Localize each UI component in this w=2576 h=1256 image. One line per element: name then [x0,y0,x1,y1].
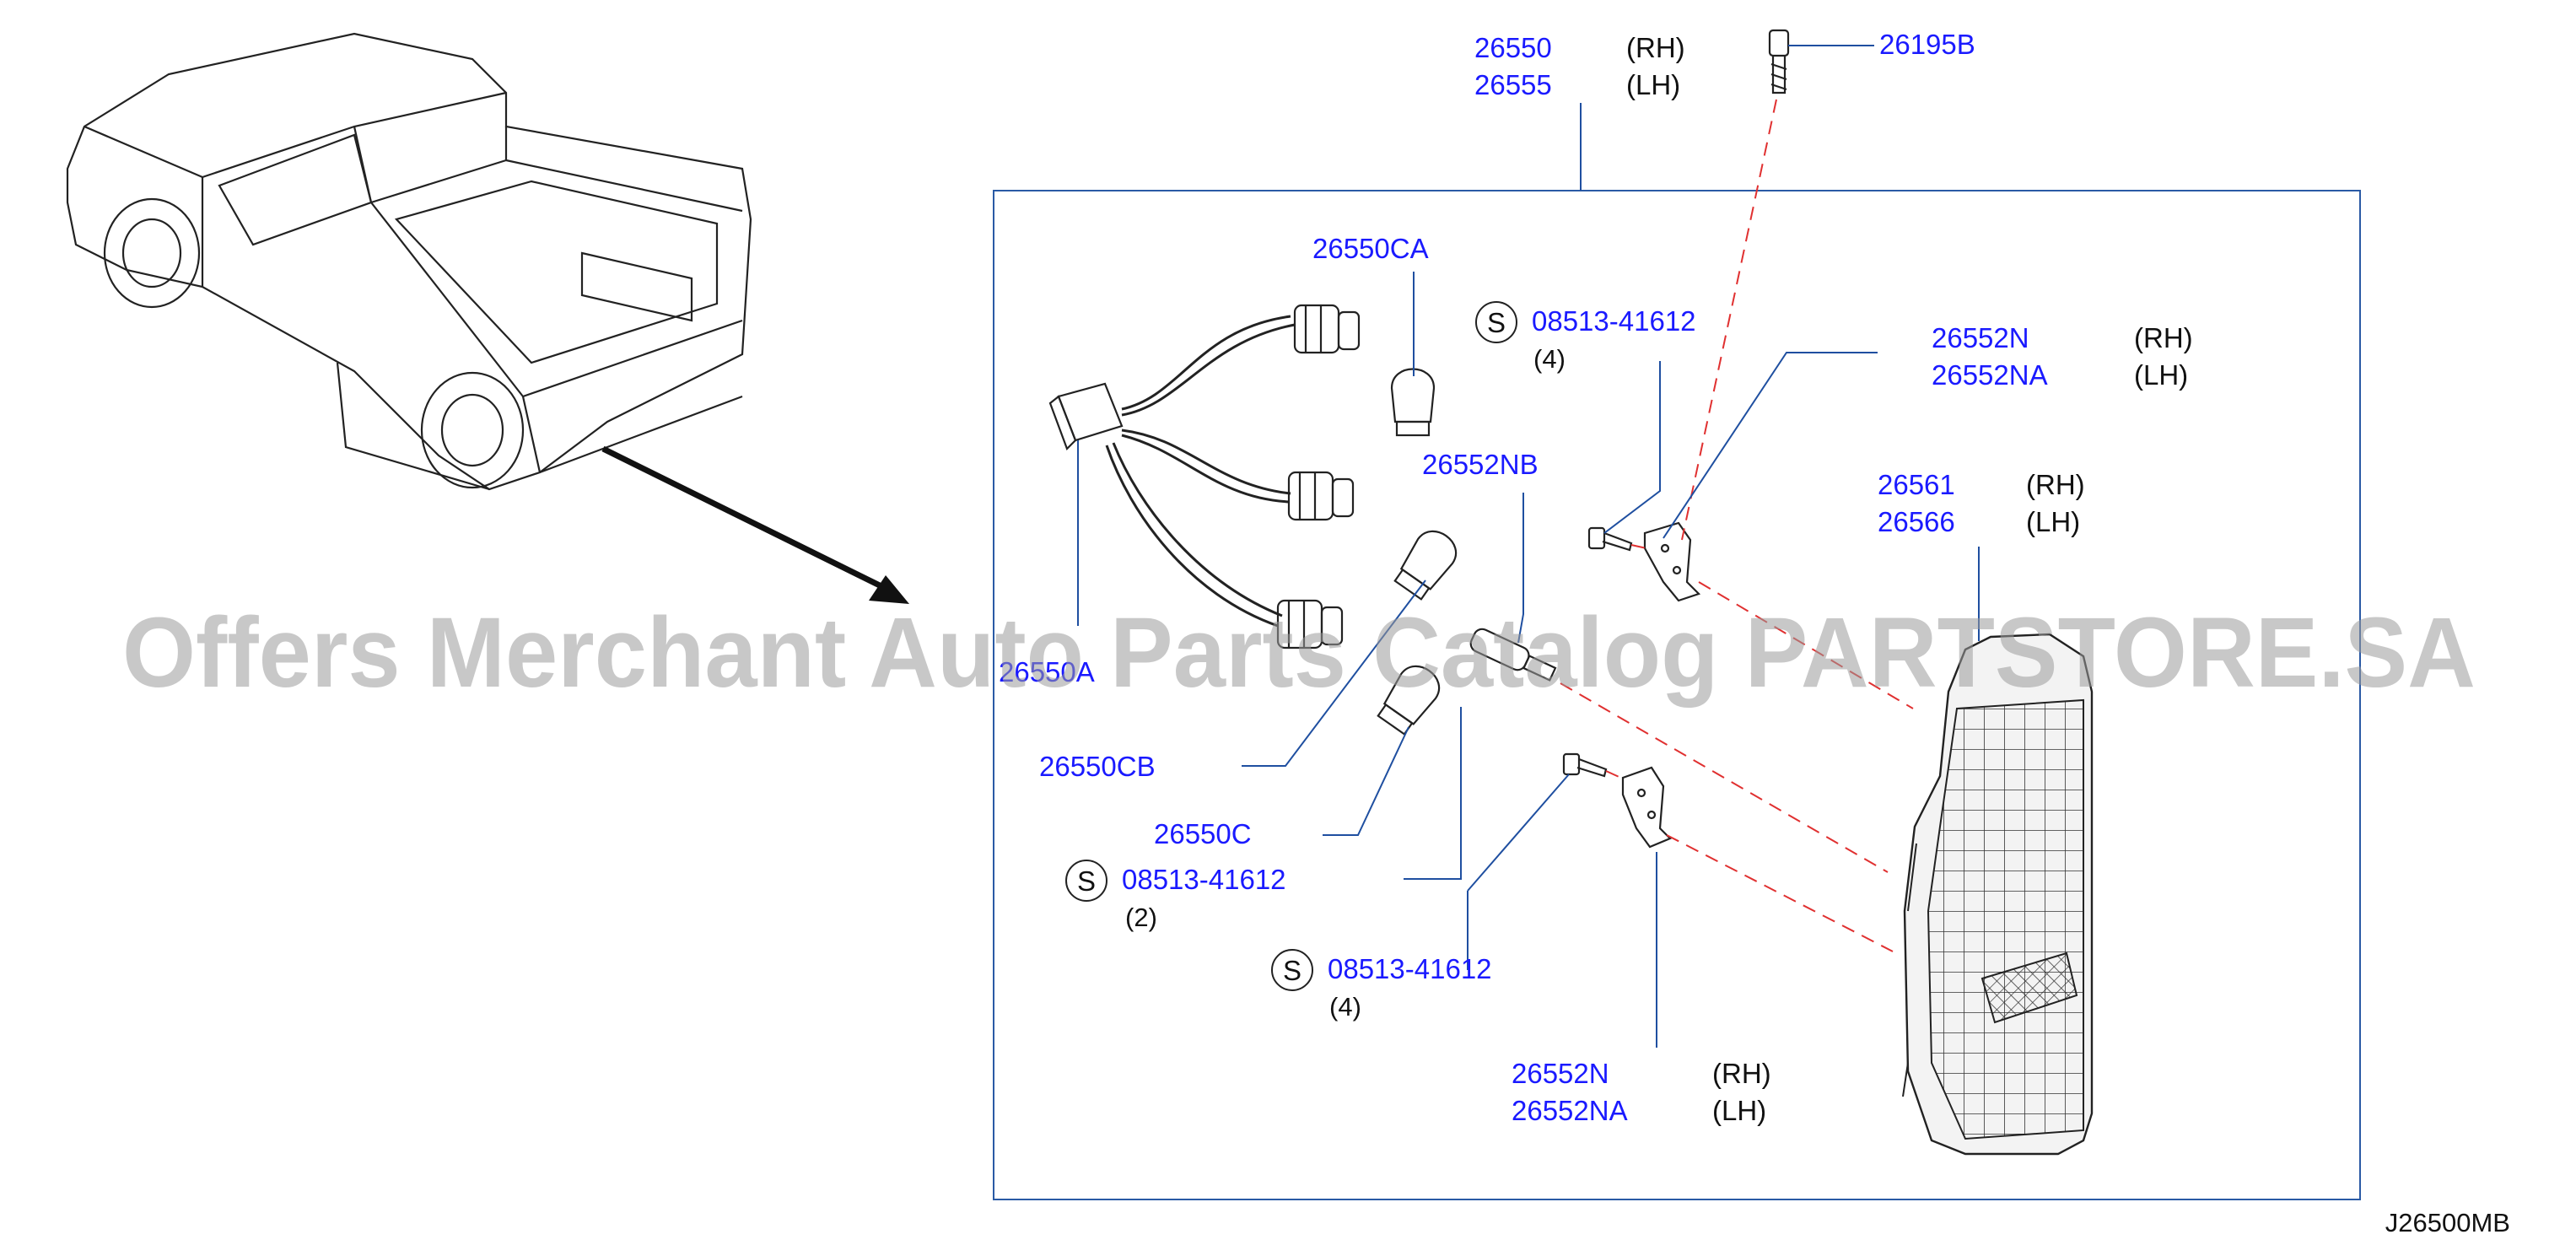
label-harness: 26550A [999,656,1095,687]
bracket-lower [1621,766,1672,849]
pointer-arrow-head [869,575,909,604]
bulb-upper [1390,368,1436,437]
combination-lamp-lens [1902,633,2094,1156]
bulb-socket-middle [1287,471,1355,521]
top-screw [1768,29,1790,94]
dash-wedge-bulb [1560,682,1889,873]
bulb-socket-upper [1293,304,1361,354]
label-lamp-assembly-lh: 26555 [1474,69,1552,100]
dash-bracket-upper [1698,581,1914,709]
dash-screw-upper [1630,544,1647,549]
label-bracket-upper-rh: 26552N [1932,322,2029,353]
leader-screw-s3 [1467,774,1570,970]
standard-part-symbol-1 [1475,301,1517,343]
label-bracket-upper-lh: 26552NA [1932,359,2048,391]
label-socket-ca: 26550CA [1312,233,1429,264]
label-bracket-upper-lh-side: (LH) [2134,359,2188,391]
leader-socket-cb [1242,579,1426,767]
label-bracket-lower-lh: 26552NA [1512,1095,1628,1126]
label-socket-cb: 26550CB [1039,751,1156,782]
label-screw-s3-prefix: S [1283,955,1301,986]
label-screw-s2: 08513-41612 [1122,864,1286,895]
label-screw-s3: 08513-41612 [1328,953,1492,984]
label-screw-s2-qty: (2) [1125,903,1157,932]
dash-screw-lower [1605,770,1625,780]
label-screw-s1-prefix: S [1487,307,1506,338]
label-lens-rh: 26561 [1878,469,1955,500]
label-lens-rh-side: (RH) [2026,469,2085,500]
leader-bracket-upper [1663,352,1878,539]
wedge-bulb [1469,628,1557,682]
standard-part-symbol-3 [1271,949,1313,991]
truck-illustration [66,32,752,491]
label-lamp-assembly-rh-side: (RH) [1626,32,1685,63]
assembly-frame [993,190,2361,1200]
label-screw-s2-prefix: S [1077,865,1096,897]
label-screw-s1: 08513-41612 [1532,305,1696,337]
label-lens-lh-side: (LH) [2026,506,2080,537]
bulb-socket-lower [1276,599,1344,650]
leader-bulb-c [1323,726,1409,836]
label-bracket-lower-lh-side: (LH) [1712,1095,1766,1126]
label-bracket-lower-rh-side: (RH) [1712,1058,1771,1089]
dash-bracket-lower [1666,834,1894,952]
standard-part-symbol-2 [1065,860,1107,902]
label-lamp-assembly-rh: 26550 [1474,32,1552,63]
label-screw-s1-qty: (4) [1533,344,1566,374]
leader-bulb-nb [1517,493,1524,644]
label-bracket-upper-rh-side: (RH) [2134,322,2193,353]
wiring-harness [1048,315,1296,628]
small-screw-upper [1587,526,1633,552]
bulb-middle [1393,530,1458,601]
diagram-code: J26500MB [2385,1208,2510,1237]
label-screw-s3-qty: (4) [1329,992,1361,1022]
leader-screw-s2 [1404,707,1462,880]
label-top-screw: 26195B [1879,29,1975,60]
pointer-arrow [601,445,892,594]
label-lamp-assembly-lh-side: (LH) [1626,69,1680,100]
label-bulb-c: 26550C [1154,818,1252,849]
label-bulb-nb: 26552NB [1422,449,1539,480]
label-bracket-lower-rh: 26552N [1512,1058,1609,1089]
watermark: Offers Merchant Auto Parts Catalog PARTS… [122,597,2476,709]
bracket-upper [1643,521,1701,602]
small-screw-lower [1562,752,1608,778]
dash-top-screw [1681,99,1777,541]
label-lens-lh: 26566 [1878,506,1955,537]
leader-screw-s1 [1603,361,1661,534]
